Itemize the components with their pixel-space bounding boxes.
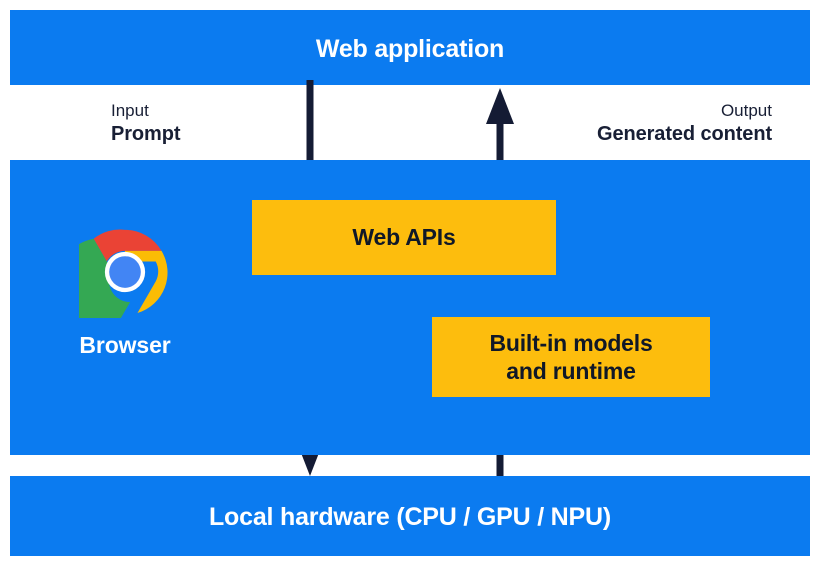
browser-block: Browser xyxy=(48,226,202,359)
local-hardware-label: Local hardware (CPU / GPU / NPU) xyxy=(208,503,611,531)
flow-output-kicker: Output xyxy=(720,101,772,120)
flow-label-input: Input Prompt xyxy=(111,100,181,147)
flow-input-headline: Prompt xyxy=(111,122,181,145)
flow-label-output: Output Generated content xyxy=(597,100,772,147)
module-builtin-models-line1: Built-in models xyxy=(489,329,653,356)
flow-output-headline: Generated content xyxy=(597,122,772,145)
browser-label: Browser xyxy=(79,332,171,358)
chrome-logo-icon xyxy=(79,229,168,318)
module-builtin-models-line2: and runtime xyxy=(506,358,636,384)
band-local-hardware: Local hardware (CPU / GPU / NPU) xyxy=(10,476,810,556)
flow-input-kicker: Input xyxy=(111,101,149,120)
band-web-application: Web application xyxy=(10,10,810,85)
module-builtin-models[interactable]: Built-in models and runtime xyxy=(432,317,710,397)
module-web-apis-label: Web APIs xyxy=(352,224,456,251)
module-web-apis[interactable]: Web APIs xyxy=(252,200,556,275)
module-builtin-models-label: Built-in models and runtime xyxy=(489,329,652,385)
web-application-label: Web application xyxy=(315,35,505,63)
